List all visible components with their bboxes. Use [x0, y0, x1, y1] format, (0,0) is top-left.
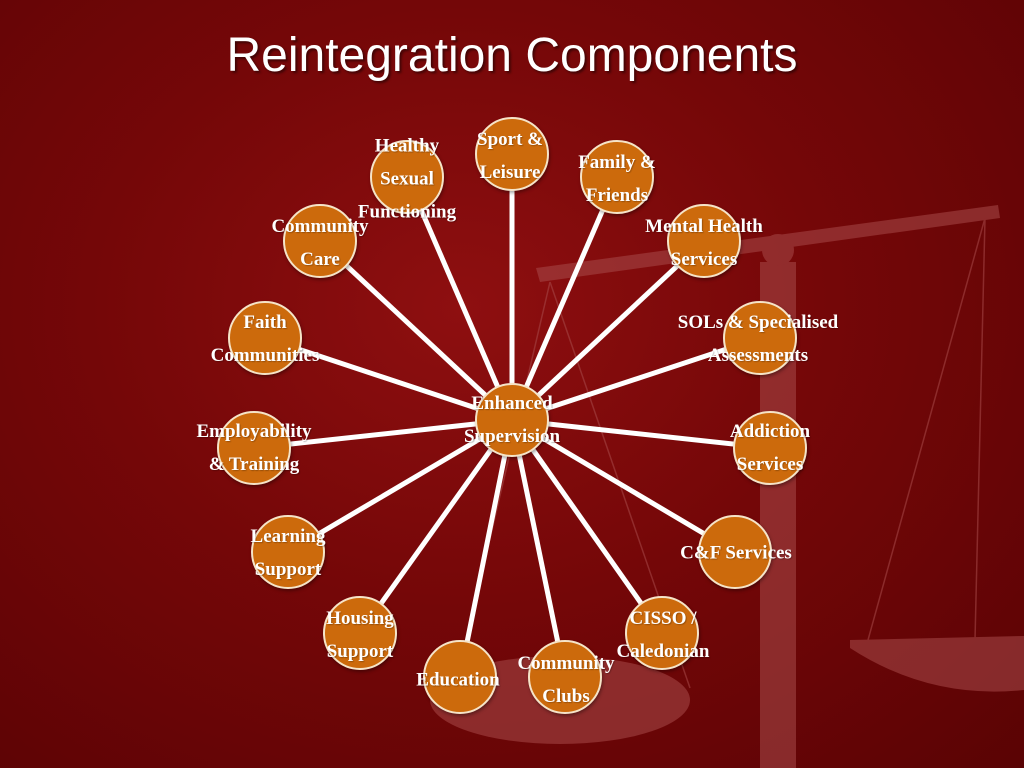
- node-housing: [323, 596, 397, 670]
- node-healthy-sexual: [370, 140, 444, 214]
- spoke-mental-health: [510, 239, 706, 422]
- node-family-friends: [580, 140, 654, 214]
- spoke-employability: [253, 417, 513, 451]
- node-sols-assessments: [723, 301, 797, 375]
- node-employability-label: Employability & Training: [196, 421, 312, 475]
- node-learning-label: Learning Support: [250, 526, 326, 580]
- node-sport-leisure-label: Sport & Leisure: [477, 129, 543, 183]
- node-community-care: [283, 204, 357, 278]
- node-addiction: [733, 411, 807, 485]
- node-community-clubs-label: Community Clubs: [517, 653, 615, 707]
- node-learning: [251, 515, 325, 589]
- node-employability: [217, 411, 291, 485]
- node-mental-health: [667, 204, 741, 278]
- node-sport-leisure: [475, 117, 549, 191]
- node-healthy-sexual-label: Healthy Sexual Functioning: [357, 135, 457, 223]
- hub-label: Enhanced Supervision: [463, 393, 561, 447]
- node-cisso: [625, 596, 699, 670]
- node-family-friends-label: Family & Friends: [578, 152, 656, 206]
- spoke-healthy-sexual: [404, 176, 515, 421]
- node-sols-assessments-label: SOLs & Specialised Assessments: [677, 312, 839, 366]
- node-housing-label: Housing Support: [326, 608, 394, 662]
- spoke-community-care: [318, 239, 514, 422]
- node-education-label: Education: [416, 669, 500, 691]
- spoke-learning: [286, 417, 514, 555]
- node-addiction-label: Addiction Services: [729, 421, 811, 475]
- spoke-family-friends: [509, 176, 620, 421]
- node-faith: [228, 301, 302, 375]
- node-cf-services: [698, 515, 772, 589]
- node-mental-health-label: Mental Health Services: [645, 216, 763, 270]
- spoke-education: [457, 419, 515, 678]
- node-community-care-label: Community Care: [271, 216, 369, 270]
- spoke-cisso: [509, 418, 665, 635]
- spoke-cf-services: [510, 417, 737, 555]
- node-education: [423, 640, 497, 714]
- spoke-housing: [357, 418, 515, 635]
- slide-title: Reintegration Components: [226, 29, 798, 82]
- node-faith-label: Faith Communities: [210, 312, 320, 366]
- hub-enhanced-supervision: [475, 383, 549, 457]
- node-cisso-label: CISSO / Caledonian: [616, 608, 710, 662]
- spoke-community-clubs: [509, 419, 568, 678]
- spoke-sols-assessments: [511, 335, 761, 423]
- node-community-clubs: [528, 640, 602, 714]
- spoke-addiction: [511, 417, 771, 451]
- spoke-faith: [264, 335, 513, 423]
- node-cf-services-label: C&F Services: [680, 542, 792, 564]
